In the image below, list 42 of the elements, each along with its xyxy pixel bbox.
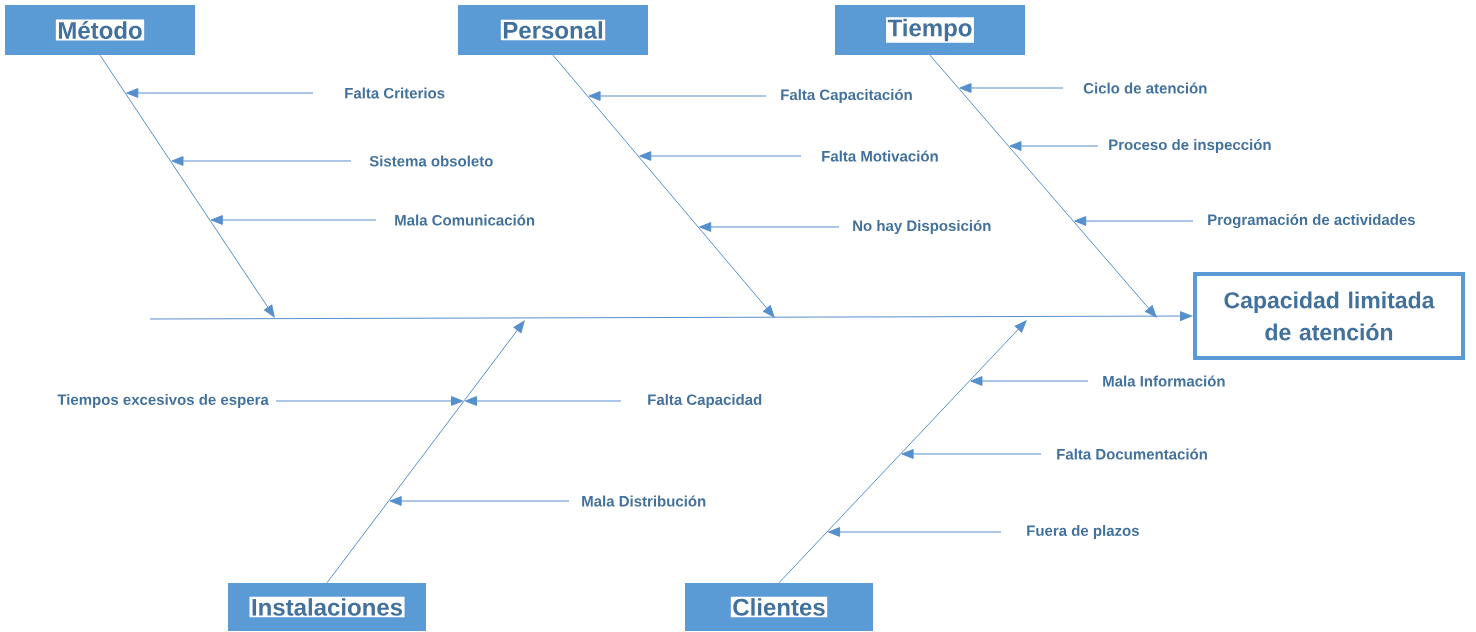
cause-label: Tiempos excesivos de espera [57, 394, 269, 408]
cause-label: Mala Comunicación [395, 214, 535, 226]
arrow [588, 91, 767, 101]
cause-label: Fuera de plazos [1027, 525, 1139, 539]
arrow [275, 396, 464, 406]
cause-label: Proceso de inspección [1109, 138, 1271, 154]
cause-label: Mala Distribución [582, 495, 706, 507]
spine-arrow [149, 311, 1193, 321]
cause-label: Falta Motivación [822, 150, 938, 162]
effect-box: Capacidad limitada de atención [1193, 272, 1465, 360]
category-box: Método [5, 5, 195, 55]
bone-arrow [326, 320, 525, 584]
category-box: Instalaciones [228, 583, 426, 631]
bone-arrow [99, 54, 275, 318]
arrow [1009, 141, 1099, 151]
arrow [828, 527, 1002, 537]
arrow [639, 151, 802, 161]
cause-label: Ciclo de atención [1083, 82, 1207, 94]
arrow [901, 449, 1042, 459]
arrow [959, 83, 1064, 93]
arrow [699, 222, 840, 232]
bone-arrow [778, 320, 1027, 584]
arrow [210, 215, 377, 225]
category-box: Tiempo [835, 5, 1025, 55]
bone-arrow [929, 54, 1157, 318]
cause-label: Falta Capacitación [781, 88, 912, 104]
cause-label: Falta Documentación [1057, 448, 1207, 460]
cause-label: Falta Capacidad [648, 394, 762, 408]
arrow [126, 88, 314, 98]
cause-label: Mala Información [1103, 375, 1225, 387]
cause-label: Falta Criterios [345, 87, 445, 99]
arrow [1074, 216, 1194, 226]
category-box: Clientes [685, 583, 873, 631]
arrow [389, 496, 570, 506]
category-box: Personal [458, 5, 648, 55]
cause-label: Programación de actividades [1208, 213, 1415, 229]
bone-arrow [552, 54, 775, 318]
arrow [970, 376, 1089, 386]
cause-label: Sistema obsoleto [369, 155, 493, 167]
cause-label: No hay Disposición [853, 219, 991, 235]
arrow [171, 156, 352, 166]
arrow [464, 396, 622, 406]
